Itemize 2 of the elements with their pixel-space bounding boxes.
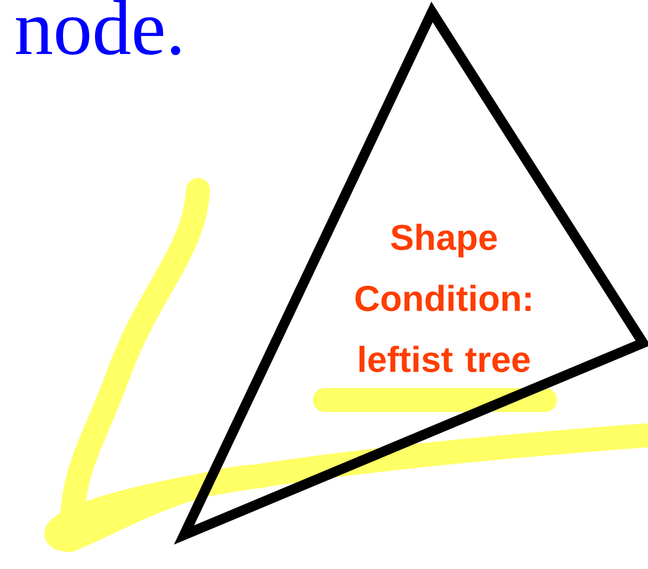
heading-text: node. bbox=[16, 0, 180, 56]
condition-text: Shape Condition: leftist tree bbox=[356, 224, 531, 372]
